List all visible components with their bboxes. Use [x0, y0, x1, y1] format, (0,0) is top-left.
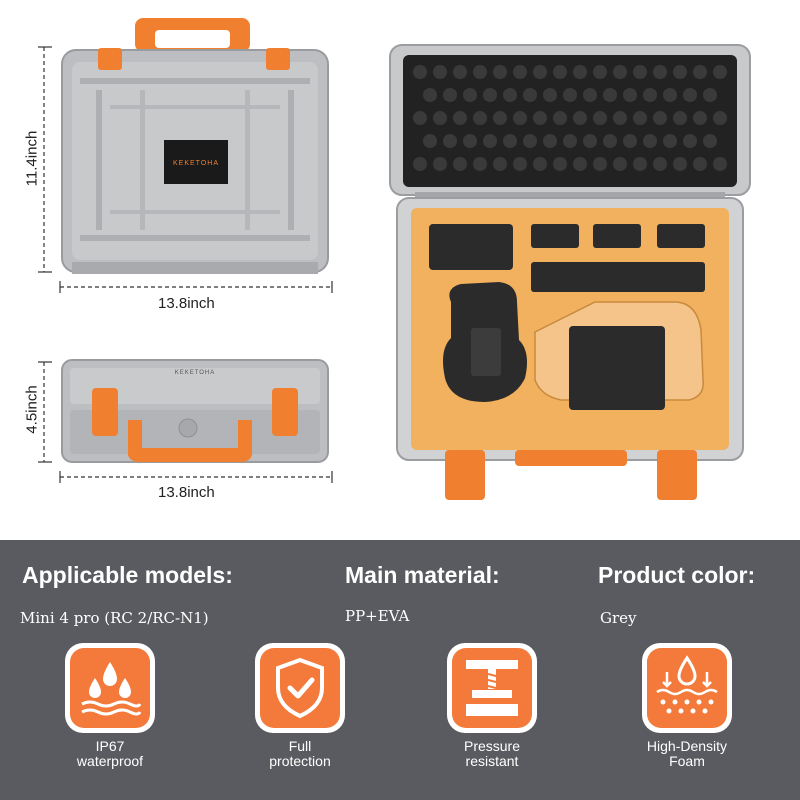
front-width-label: 13.8inch [158, 295, 215, 312]
feature-protection: Full protection [240, 643, 360, 769]
spec-value-color: Grey [600, 609, 637, 627]
feature-pressure: Pressure resistant [432, 643, 552, 769]
spec-heading-material: Main material: [345, 562, 500, 588]
feature-label-protection: Full protection [269, 738, 331, 769]
side-height-label: 4.5inch [23, 385, 41, 434]
feature-waterproof: IP67 waterproof [50, 643, 170, 769]
spec-value-material: PP+EVA [345, 607, 410, 625]
spec-heading-models: Applicable models: [22, 562, 233, 588]
case-side-view: KEKETOHA [38, 359, 333, 483]
product-diagram-area: KEKETOHA 11.4inch 13.8inch KEKETOHA 4.5i… [23, 18, 751, 501]
shield-check-icon [260, 648, 340, 728]
feature-foam: High-Density Foam [627, 643, 747, 769]
side-width-label: 13.8inch [158, 484, 215, 501]
feature-label-foam: High-Density Foam [646, 738, 728, 769]
feature-label-pressure: Pressure resistant [463, 738, 521, 769]
feature-label-waterproof: IP67 waterproof [76, 738, 144, 769]
case-front-view: KEKETOHA [38, 18, 333, 293]
water-drops-icon [70, 648, 150, 728]
spec-panel: Applicable models: Mini 4 pro (RC 2/RC-N… [0, 540, 800, 800]
case-side-brand: KEKETOHA [175, 370, 216, 376]
case-brand-logo: KEKETOHA [173, 160, 219, 167]
spec-heading-color: Product color: [598, 562, 756, 588]
front-height-label: 11.4inch [23, 130, 41, 187]
pressure-press-icon [452, 648, 532, 728]
spec-value-models: Mini 4 pro (RC 2/RC-N1) [20, 609, 209, 627]
foam-layer-icon [647, 648, 727, 728]
case-open-view [389, 44, 751, 500]
